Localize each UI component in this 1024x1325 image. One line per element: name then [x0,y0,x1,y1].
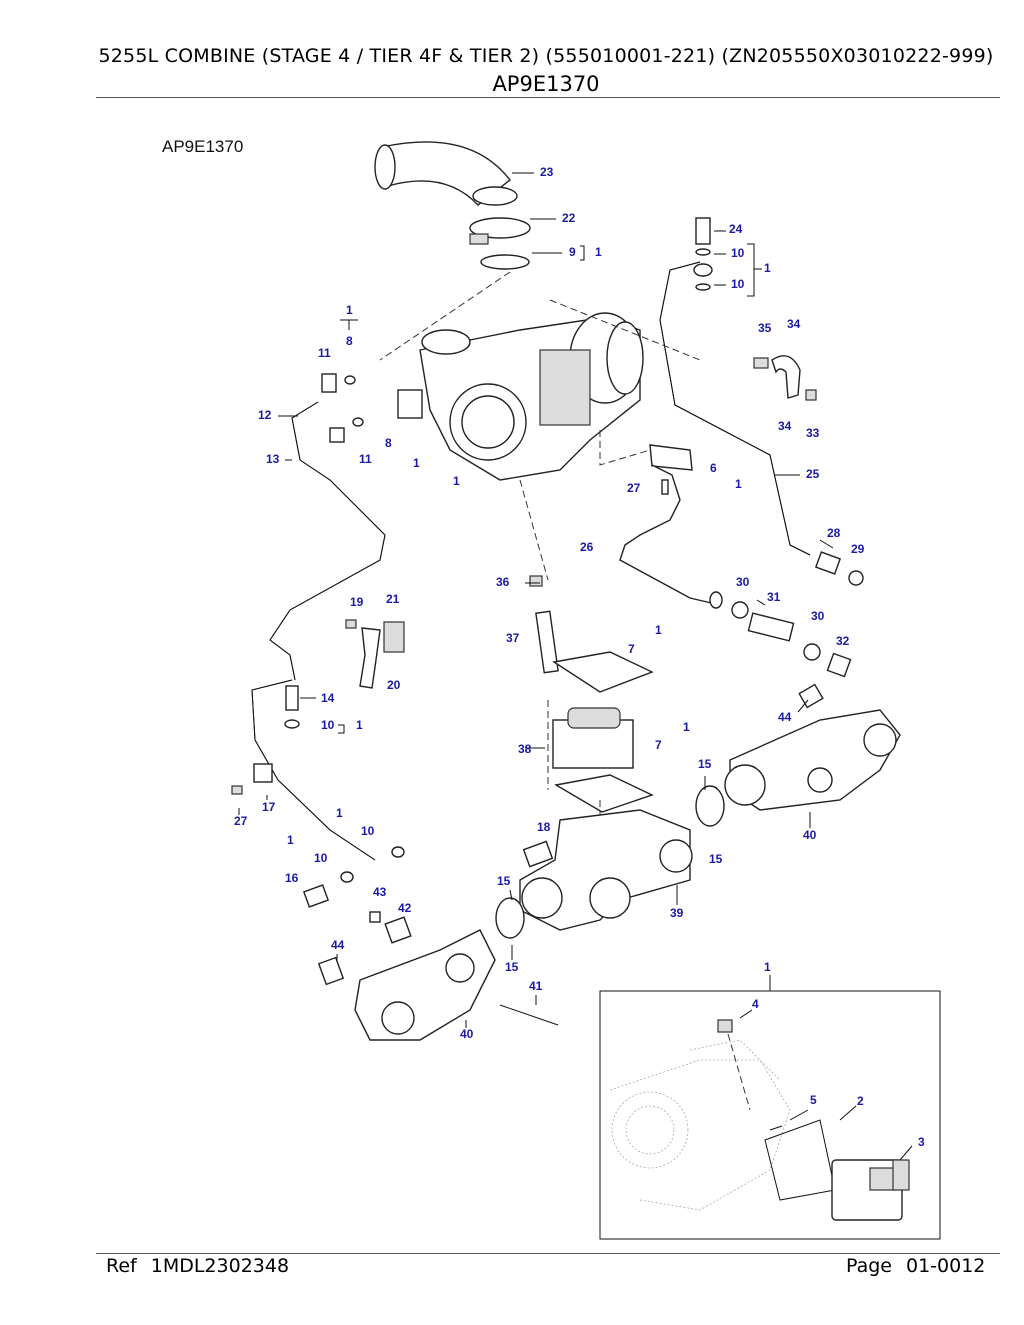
callout-number: 15 [698,757,712,771]
callout-number: 1 [413,456,420,470]
callout-number: 29 [851,542,865,556]
callout-number: 11 [359,452,372,466]
inset-turbo-ghost [609,1039,791,1211]
callout-number: 33 [806,426,820,440]
callout-number: 22 [562,211,576,225]
callout-number: 8 [346,334,353,348]
callout-number: 27 [234,814,248,828]
callout-number: 1 [595,245,602,259]
callout-number: 20 [387,678,401,692]
callout-number: 37 [506,631,520,645]
callout-number: 10 [321,718,335,732]
callout-number: 28 [827,526,841,540]
callout-number: 26 [580,540,594,554]
callout-number: 17 [262,800,276,814]
callout-number: 8 [385,436,392,450]
callout-number: 32 [836,634,850,648]
footer-ref-value: 1MDL2302348 [150,1255,290,1277]
callout-number: 10 [361,824,375,838]
footer-ref-label: Ref [106,1255,137,1277]
page-subtitle: AP9E1370 [492,72,600,96]
callout-number: 2 [857,1094,864,1108]
callout-number: 10 [314,851,328,865]
callout-number: 23 [540,165,554,179]
callout-number: 11 [318,346,331,360]
callout-number: 7 [628,642,635,656]
callout-number: 7 [655,738,662,752]
callout-number: 12 [258,408,272,422]
banjo-bolt-drawing [695,217,711,245]
callout-number: 19 [350,595,364,609]
callout-number: 1 [356,718,363,732]
callout-number: 44 [331,938,345,952]
callout-number: 42 [398,901,412,915]
callout-number: 27 [627,481,641,495]
header-divider [96,97,1000,98]
callout-number: 34 [787,317,801,331]
callout-number: 1 [453,474,460,488]
callout-number: 1 [683,720,690,734]
callout-number: 21 [386,592,400,606]
callout-number: 10 [731,246,745,260]
footer-divider [96,1253,1000,1254]
callout-number: 35 [758,321,772,335]
footer-ref: Ref 1MDL2302348 [106,1255,303,1277]
callout-number: 6 [710,461,717,475]
callout-number: 40 [803,828,817,842]
callout-number: 14 [321,691,335,705]
callout-number: 25 [806,467,820,481]
turbocharger-drawing [397,312,644,481]
callout-number: 1 [655,623,662,637]
callout-number: 9 [569,245,576,259]
o-ring-drawing [480,254,530,270]
footer-page-value: 01-0012 [906,1255,986,1277]
callout-number: 1 [764,261,771,275]
callout-number: 44 [778,710,792,724]
callout-number: 36 [496,575,510,589]
callout-number: 43 [373,885,387,899]
callout-number: 1 [287,833,294,847]
callout-number: 31 [767,590,781,604]
callout-number: 10 [731,277,745,291]
callout-number: 1 [346,303,353,317]
callout-number: 18 [537,820,551,834]
callout-number: 16 [285,871,299,885]
callout-number: 30 [736,575,750,589]
clamp-drawing [469,217,531,245]
callout-number: 30 [811,609,825,623]
callout-number: 15 [505,960,519,974]
callout-number: 39 [670,906,684,920]
bracket-drawing [771,355,801,399]
diagram-label: AP9E1370 [162,137,243,156]
callout-number: 15 [497,874,511,888]
footer-page: Page 01-0012 [846,1255,985,1277]
callout-number: 40 [460,1027,474,1041]
elbow-hose-drawing [374,141,518,206]
callout-number: 1 [735,477,742,491]
callout-number: 41 [529,979,543,993]
page-title: 5255L COMBINE (STAGE 4 / TIER 4F & TIER … [98,45,994,67]
callout-number: 4 [752,997,759,1011]
callout-number: 24 [729,222,743,236]
callout-number: 13 [266,452,280,466]
footer-page-label: Page [846,1255,892,1277]
callout-number: 34 [778,419,792,433]
callout-number: 15 [709,852,723,866]
callout-number: 3 [918,1135,925,1149]
callout-number: 38 [518,742,532,756]
callout-number: 1 [336,806,343,820]
callout-number: 1 [764,960,771,974]
callout-number: 5 [810,1093,817,1107]
